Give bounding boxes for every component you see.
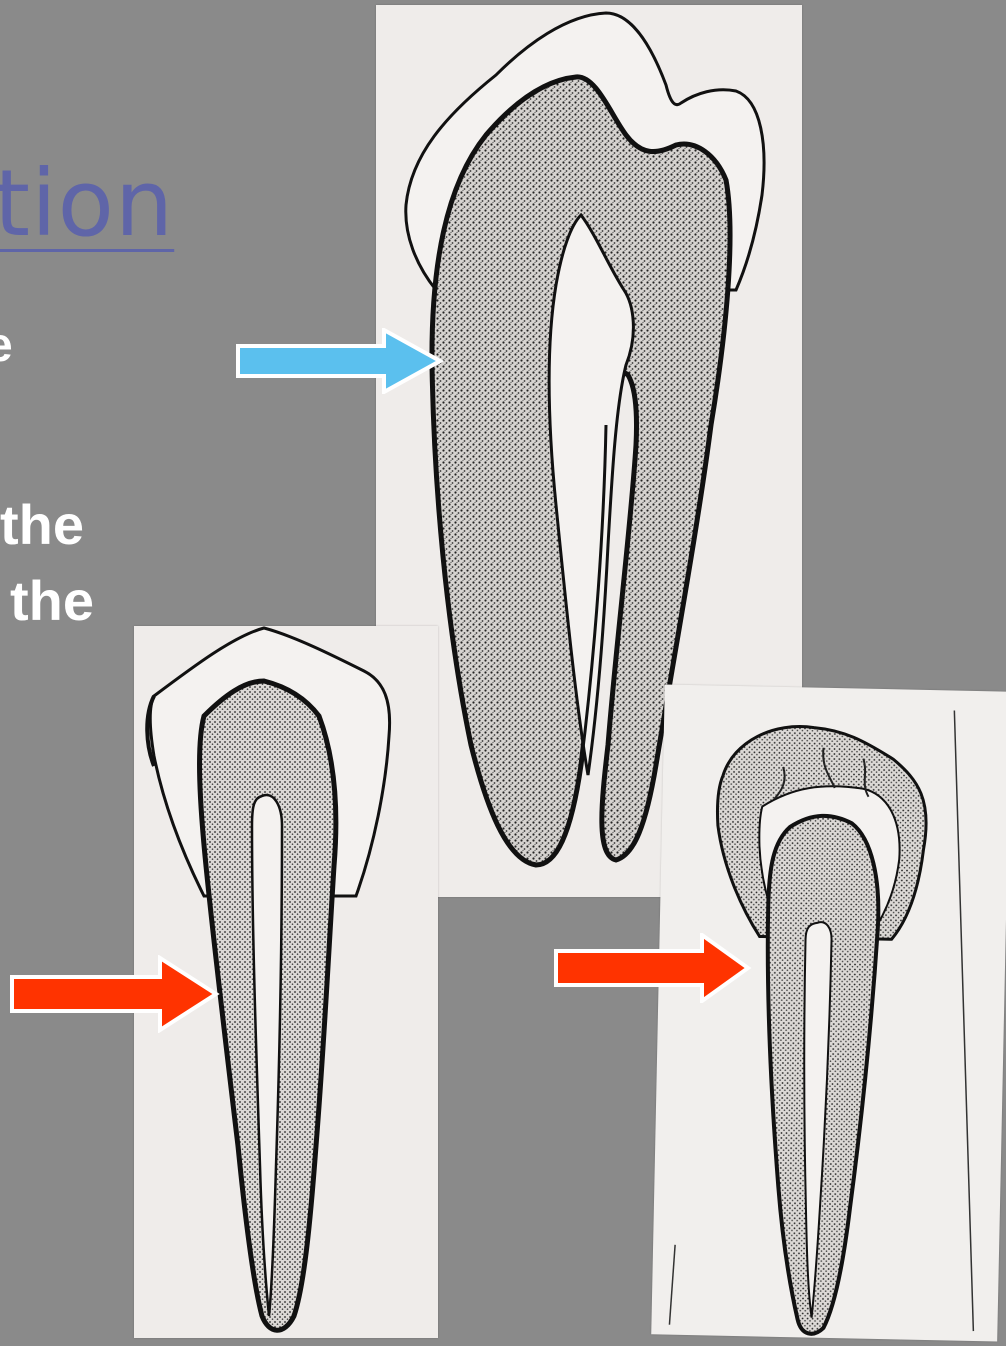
- slide-title: tion: [0, 150, 174, 257]
- bullet-text-fragment: e: [0, 318, 13, 373]
- tooth-cross-section: [651, 684, 1006, 1341]
- red-arrow-icon: [552, 933, 752, 1003]
- blue-arrow-icon: [234, 328, 444, 394]
- bullet-text-fragment: the: [10, 568, 94, 633]
- premolar-illustration: [651, 684, 1006, 1341]
- red-arrow-icon: [8, 955, 220, 1033]
- bullet-text-fragment: the: [0, 492, 84, 557]
